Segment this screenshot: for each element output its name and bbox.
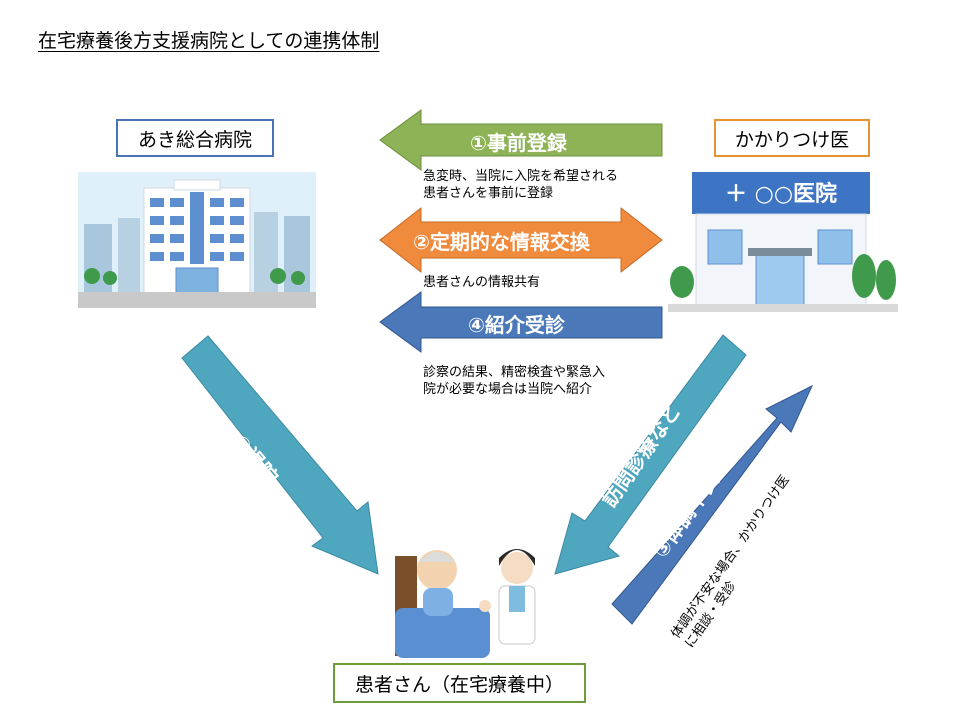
clinic-building-illustration: ＋ ○○医院 <box>668 172 898 312</box>
clinic-box: かかりつけ医 <box>714 119 870 157</box>
arrow-registration <box>379 109 663 171</box>
patient-box: 患者さん（在宅療養中） <box>333 663 586 703</box>
registration-note-line1: 急変時、当院に入院を希望される <box>423 169 619 184</box>
arrow-info-exchange <box>379 206 663 274</box>
arrow-consult <box>611 384 814 625</box>
arrow-home-visit <box>554 334 747 575</box>
patient-label: 患者さん（在宅療養中） <box>354 673 564 696</box>
referral-note: 診察の結果、精密検査や緊急入 院が必要な場合は当院へ紹介 <box>423 364 605 398</box>
referral-note-line1: 診察の結果、精密検査や緊急入 <box>423 365 606 380</box>
registration-note-line2: 患者さんを事前に登録 <box>423 186 554 201</box>
arrow-referral-label: ④紹介受診 <box>468 313 565 337</box>
clinic-label: かかりつけ医 <box>734 128 850 151</box>
arrow-info-exchange-label: ②定期的な情報交換 <box>413 230 590 254</box>
referral-note-line2: 院が必要な場合は当院へ紹介 <box>423 382 593 397</box>
arrow-registration-label: ①事前登録 <box>470 131 567 155</box>
hospital-box: あき総合病院 <box>116 119 274 157</box>
arrow-referral <box>379 291 663 353</box>
arrow-discharge <box>181 335 379 575</box>
clinic-sign-text: ＋ ○○医院 <box>725 181 837 207</box>
registration-note: 急変時、当院に入院を希望される 患者さんを事前に登録 <box>423 168 618 202</box>
page-title: 在宅療養後方支援病院としての連携体制 <box>38 30 380 52</box>
hospital-label: あき総合病院 <box>137 128 252 151</box>
info-exchange-note: 患者さんの情報共有 <box>423 275 541 290</box>
patient-doctor-illustration <box>395 549 536 658</box>
hospital-building-illustration <box>78 172 316 308</box>
